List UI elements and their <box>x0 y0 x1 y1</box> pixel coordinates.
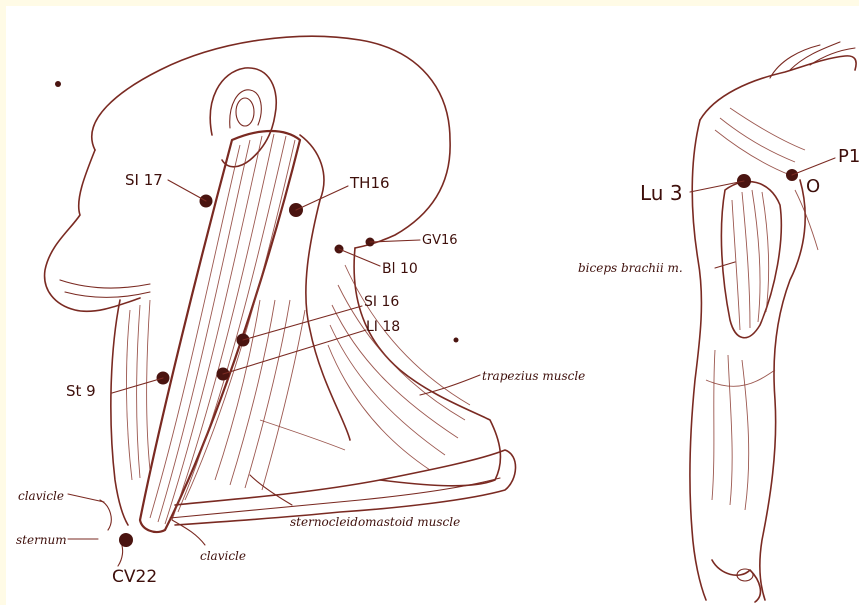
left-tint <box>0 0 6 605</box>
leader-scm <box>250 475 292 505</box>
label-th16: TH16 <box>349 174 390 192</box>
ear-outline <box>210 68 276 167</box>
stray-dot <box>55 81 61 87</box>
arm-figure: Lu 3 P1 O biceps brachii m. <box>578 42 859 602</box>
label-li18: LI 18 <box>366 319 400 335</box>
top-tint <box>0 0 859 6</box>
neck-posterior <box>300 135 350 440</box>
label-gv16: GV16 <box>422 233 458 248</box>
label-st9: St 9 <box>66 382 96 400</box>
label-biceps: biceps brachii m. <box>578 261 683 275</box>
leader-si17 <box>168 180 206 201</box>
label-cv22: CV22 <box>112 567 157 587</box>
shoulder-outline <box>175 450 516 525</box>
ear-inner <box>230 90 262 128</box>
ear-canal <box>236 98 254 126</box>
mandible-line <box>60 280 150 288</box>
label-scm: sternocleidomastoid muscle <box>290 515 460 529</box>
leader-st9 <box>112 378 163 393</box>
leader-th16 <box>296 186 348 210</box>
label-p1: P1 <box>838 146 859 167</box>
point-cv22 <box>119 533 133 547</box>
leader-biceps <box>715 262 735 268</box>
label-sternum: sternum <box>16 533 67 547</box>
label-si17: SI 17 <box>125 171 163 189</box>
label-si16: SI 16 <box>364 294 399 310</box>
anterior-fibers <box>126 300 150 480</box>
forearm-fibers <box>706 350 775 510</box>
sternum-outline <box>100 500 123 566</box>
leader-gv16 <box>370 240 420 242</box>
label-bl10: Bl 10 <box>382 261 418 277</box>
leader-clavicle-left <box>68 494 104 502</box>
throat-outline <box>111 300 128 525</box>
scalene-fibers <box>215 300 345 490</box>
stray-dot <box>454 338 459 343</box>
trapezius-outline <box>354 248 500 486</box>
leader-bl10 <box>339 249 380 266</box>
label-clavicle-bottom: clavicle <box>200 549 246 563</box>
arm-shoulder-outline <box>700 56 856 120</box>
head-neck-figure: SI 17 TH16 GV16 Bl 10 SI 16 LI 18 St 9 C… <box>16 36 585 587</box>
scm-band-outline <box>140 131 300 532</box>
head-outline <box>92 36 450 248</box>
hand-outline <box>712 560 760 602</box>
leader-lu3 <box>690 181 744 192</box>
label-clavicle-left: clavicle <box>18 489 64 503</box>
arm-outline-right <box>760 180 805 600</box>
label-trapezius: trapezius muscle <box>482 369 585 383</box>
scm-fibers <box>150 134 295 524</box>
biceps-fibers <box>732 190 769 330</box>
leader-p1 <box>792 158 835 175</box>
label-lu3: Lu 3 <box>640 181 683 205</box>
biceps-outline <box>721 182 781 338</box>
label-o: O <box>806 176 820 197</box>
leader-si16 <box>243 306 362 340</box>
mandible-line-2 <box>65 292 150 297</box>
